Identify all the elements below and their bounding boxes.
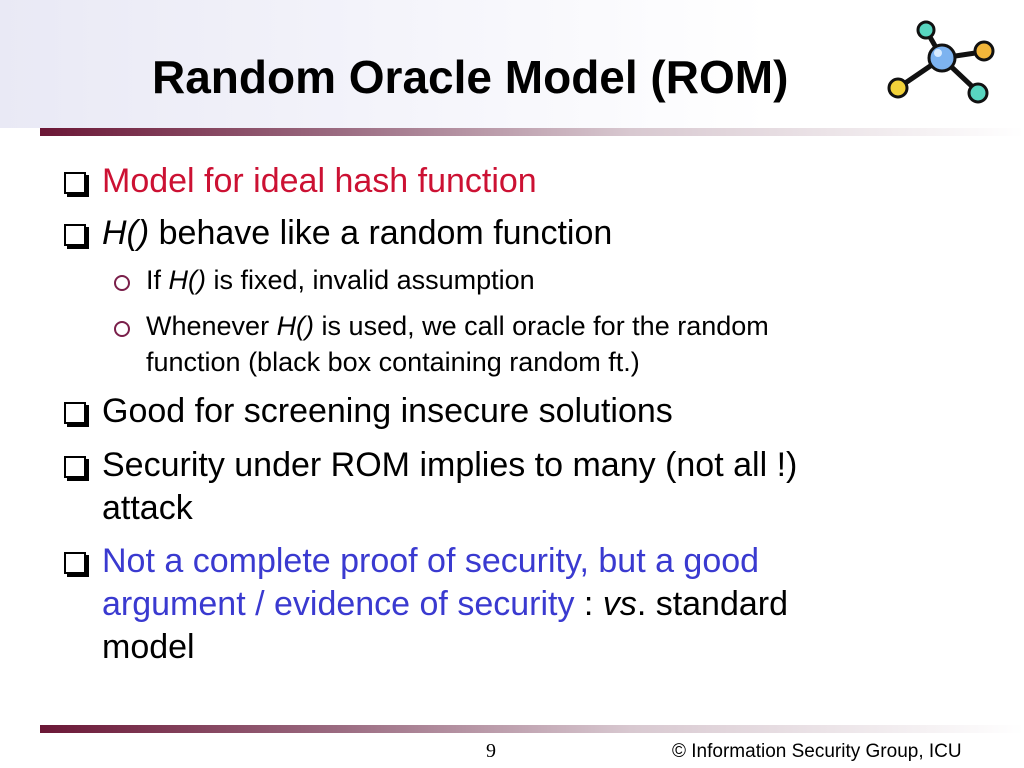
bullet-text: Not a complete proof of security, but a … (102, 542, 760, 580)
molecule-icon (887, 20, 995, 104)
sub-bullet-prefix: Whenever (146, 311, 277, 341)
bullet-continuation: argument / evidence of security : vs. st… (102, 583, 788, 626)
ring-bullet-icon (114, 275, 130, 291)
box-bullet-icon (64, 172, 86, 194)
bottom-rule (40, 725, 1024, 733)
bullet-emphasis: vs (602, 585, 637, 623)
bullet-continuation: model (102, 628, 195, 666)
bullet-text: Security under ROM implies to many (not … (102, 446, 798, 484)
bullet-text: H() behave like a random function (102, 212, 612, 255)
bullet-rest: behave like a random function (149, 214, 613, 252)
sub-bullet-emphasis: H() (276, 311, 315, 341)
bullet-text: Good for screening insecure solutions (102, 392, 673, 430)
bullet-text: Model for ideal hash function (102, 162, 537, 200)
bullet-blue-text: argument / evidence of security (102, 585, 575, 623)
title-band (0, 0, 1024, 128)
slide-title: Random Oracle Model (ROM) (152, 51, 789, 103)
box-bullet-icon (64, 552, 86, 574)
box-bullet-icon (64, 224, 86, 246)
sub-bullet-continuation: function (black box containing random ft… (146, 347, 640, 377)
copyright-notice: © Information Security Group, ICU (672, 741, 962, 762)
sub-bullet-text: Whenever H() is used, we call oracle for… (146, 308, 769, 344)
top-rule (40, 128, 1024, 136)
sub-bullet-rest: is used, we call oracle for the random (314, 311, 769, 341)
page-number: 9 (486, 740, 496, 762)
bullet-emphasis: H() (102, 214, 150, 252)
sub-bullet-text: If H() is fixed, invalid assumption (146, 262, 535, 298)
bullet-tail: . standard (636, 585, 789, 623)
sub-bullet-rest: is fixed, invalid assumption (206, 265, 535, 295)
bullet-separator: : (574, 585, 603, 623)
box-bullet-icon (64, 402, 86, 424)
ring-bullet-icon (114, 321, 130, 337)
box-bullet-icon (64, 456, 86, 478)
bullet-continuation: attack (102, 489, 193, 527)
sub-bullet-emphasis: H() (168, 265, 206, 295)
sub-bullet-prefix: If (146, 265, 169, 295)
